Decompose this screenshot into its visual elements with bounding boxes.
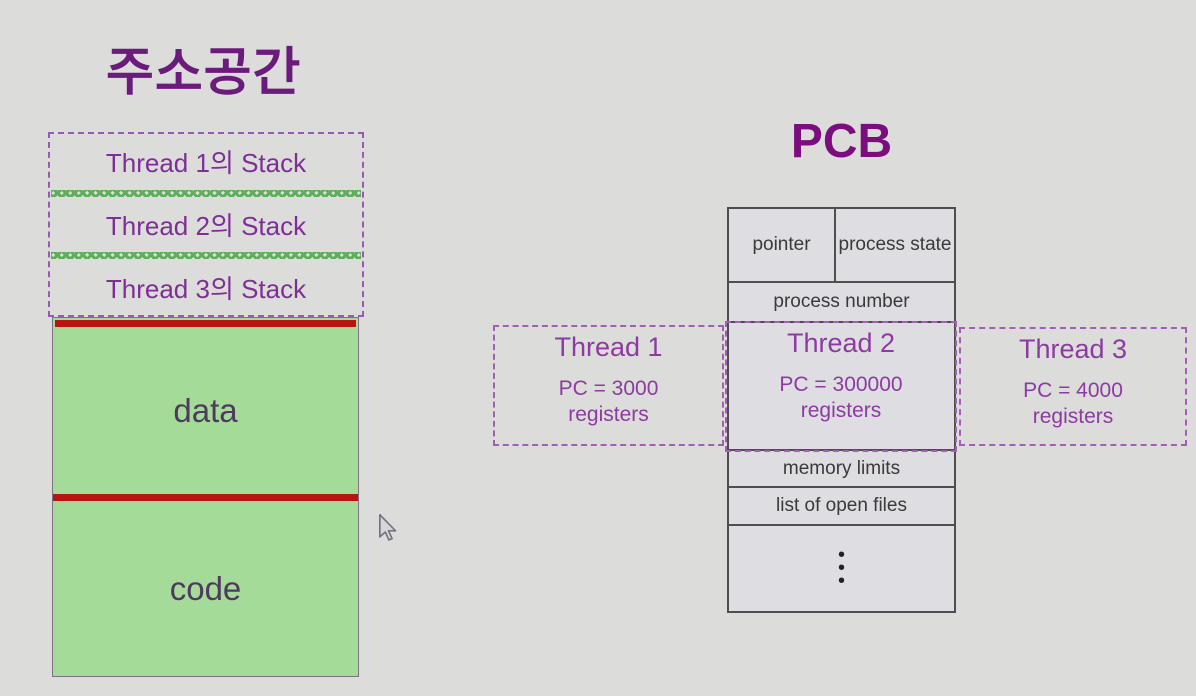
process-number-cell: process number (729, 283, 954, 323)
memory-limits-cell: memory limits (729, 451, 954, 488)
code-segment-label: code (169, 569, 242, 607)
pcb-row-pointer-state: pointer process state (729, 209, 954, 283)
zigzag-divider-2 (51, 252, 361, 260)
thread3-stack-label: Thread 3의 Stack (105, 273, 307, 304)
zigzag-divider-1 (51, 189, 361, 197)
data-segment-label: data (173, 391, 238, 429)
thread1-pc: PC = 3000 (558, 377, 659, 400)
code-segment: code (53, 501, 358, 676)
thread1-stack-section: Thread 1의 Stack (50, 134, 362, 190)
thread2-box: Thread 2 PC = 300000 registers (725, 321, 957, 452)
thread2-pc: PC = 300000 (779, 373, 903, 396)
ellipsis-dot: • (837, 557, 845, 579)
thread-stacks-container: Thread 1의 Stack Thread 2의 Stack Thread 3… (48, 132, 364, 317)
thread3-stack-section: Thread 3의 Stack (50, 259, 362, 315)
thread3-box: Thread 3 PC = 4000 registers (959, 327, 1187, 446)
thread3-name: Thread 3 (1018, 334, 1128, 364)
thread2-stack-label: Thread 2의 Stack (105, 211, 307, 241)
thread1-registers: registers (568, 403, 649, 426)
thread3-registers: registers (1032, 405, 1114, 428)
ellipsis-cell: • • • (729, 526, 954, 611)
thread2-name: Thread 2 (786, 328, 896, 358)
pcb-title: PCB (790, 115, 893, 168)
pointer-label: pointer (752, 234, 811, 256)
ellipsis-dot: • (837, 570, 845, 592)
open-files-cell: list of open files (729, 488, 954, 526)
process-state-cell: process state (836, 209, 954, 281)
ellipsis-dot: • (837, 544, 845, 566)
open-files-label: list of open files (776, 495, 907, 517)
memory-segments-box: data code (52, 317, 359, 677)
mouse-cursor-icon (379, 514, 397, 541)
address-space-title: 주소공간 (106, 44, 302, 102)
thread1-box: Thread 1 PC = 3000 registers (493, 325, 724, 446)
process-number-label: process number (773, 291, 910, 313)
thread1-name: Thread 1 (554, 332, 663, 362)
process-state-label: process state (838, 234, 952, 256)
data-segment: data (53, 327, 358, 494)
memory-limits-label: memory limits (782, 457, 901, 479)
segment-divider-top (55, 320, 356, 327)
pcb-table: pointer process state process number mem… (727, 207, 956, 613)
thread1-stack-label: Thread 1의 Stack (105, 148, 307, 179)
thread2-stack-section: Thread 2의 Stack (50, 197, 362, 253)
segment-divider-middle (53, 494, 358, 501)
pointer-cell: pointer (729, 209, 836, 281)
thread3-pc: PC = 4000 (1023, 379, 1123, 402)
thread2-registers: registers (800, 399, 882, 422)
